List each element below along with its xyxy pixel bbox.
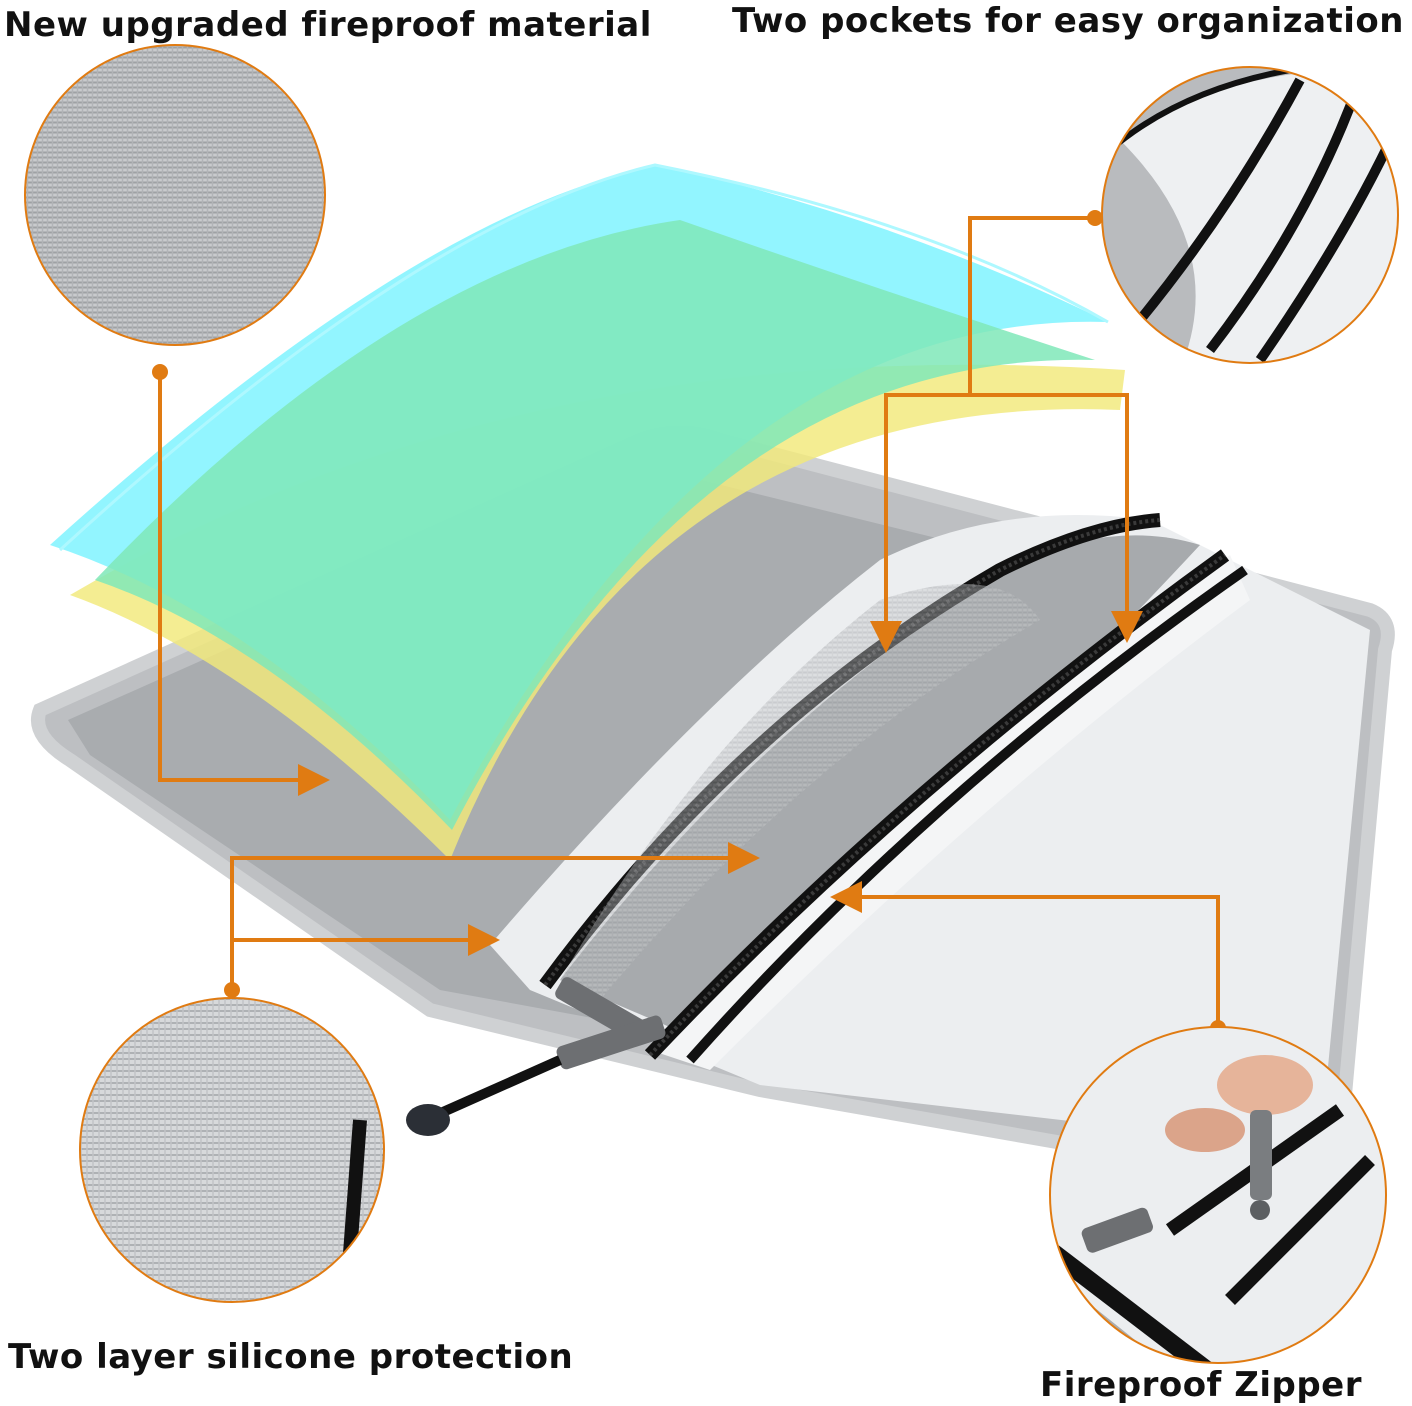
callout-lines [158,216,1220,1028]
caption-two-pockets: Two pockets for easy organization [732,1,1404,41]
detail-zipper-circle [1049,1026,1387,1364]
caption-fireproof-zipper: Fireproof Zipper [1040,1365,1362,1405]
protection-layers [50,163,1125,860]
pocket-panel [406,513,1370,1150]
zipper-puller [406,977,666,1136]
caption-fireproof-material: New upgraded fireproof material [4,5,652,45]
detail-pockets-circle [1101,66,1399,364]
detail-fabric-circle [24,44,326,346]
caption-silicone-protection: Two layer silicone protection [8,1337,574,1377]
detail-silicone-circle [79,997,385,1303]
